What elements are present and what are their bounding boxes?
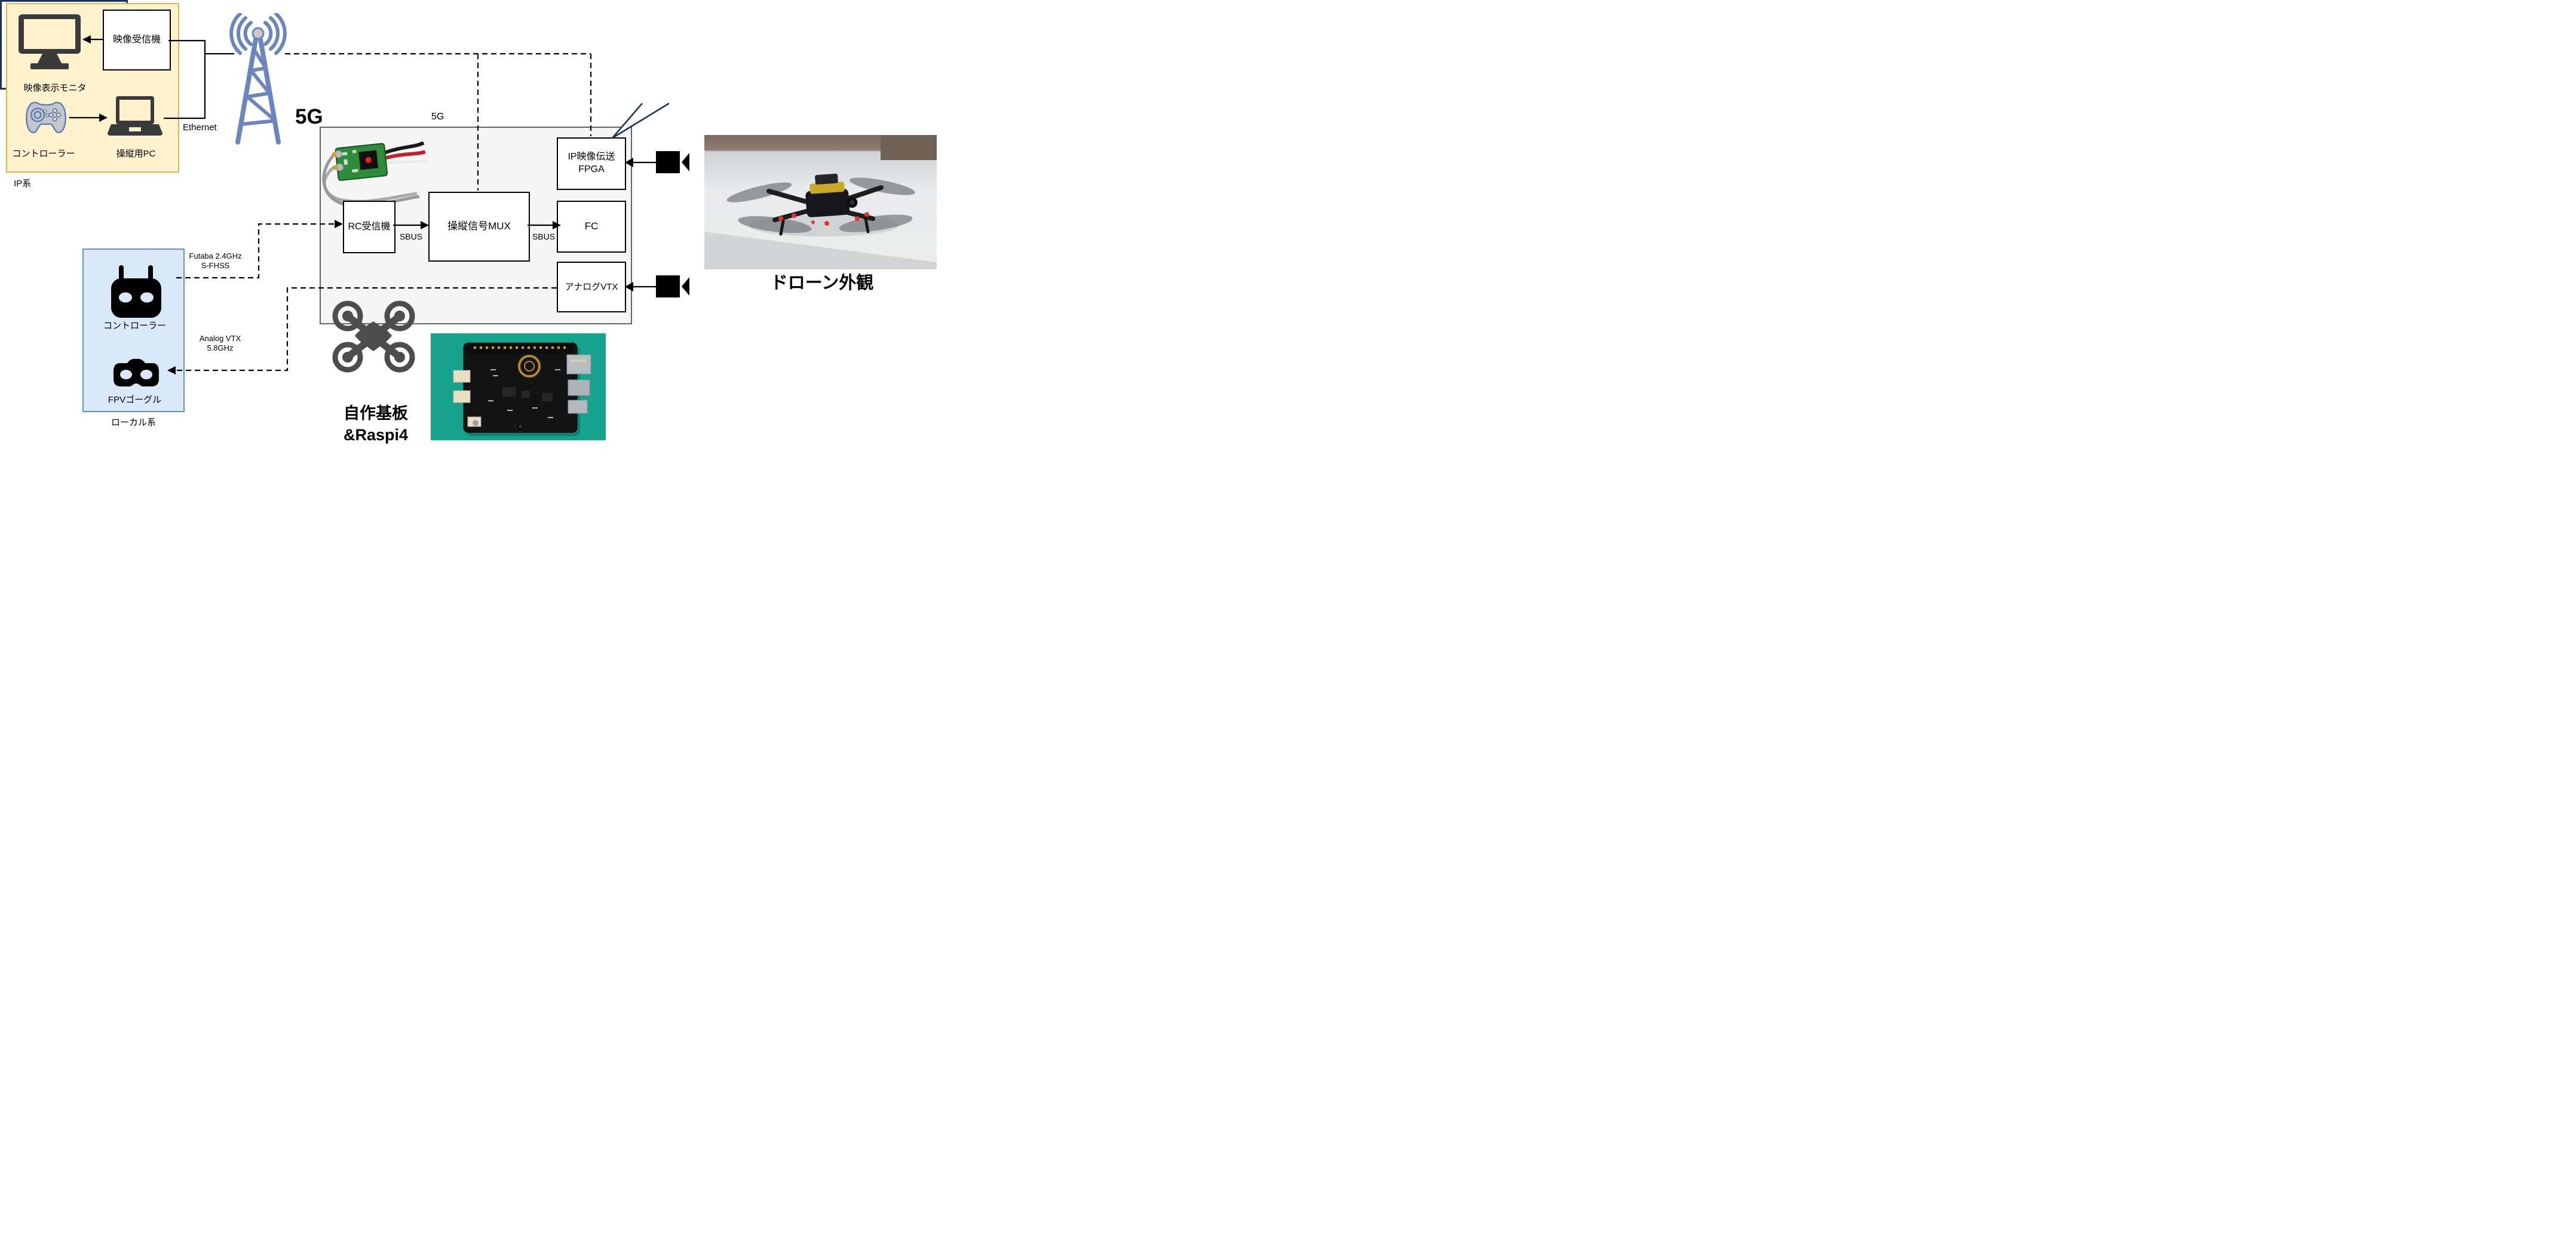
monitor-icon	[19, 14, 81, 69]
futaba-link-label: Futaba 2.4GHz S-FHSS	[172, 251, 259, 271]
analog-vtx-label: アナログVTX	[565, 281, 618, 292]
futaba-link-line2: S-FHSS	[201, 261, 230, 271]
fc-box: FC	[557, 201, 626, 253]
ethernet-label: Ethernet	[183, 122, 217, 133]
local-controller-label: コントローラー	[103, 321, 166, 331]
sbus-left-label: SBUS	[399, 232, 423, 241]
analog-link-line1: Analog VTX	[199, 334, 241, 343]
laptop-icon	[108, 96, 162, 136]
rc-transmitter-icon	[111, 265, 161, 318]
ip-video-fpga-label-line1: IP映像伝送	[568, 152, 615, 162]
fpv-goggles-icon	[114, 358, 159, 386]
cell-tower-icon	[229, 13, 287, 145]
video-receiver-box: 映像受信機	[103, 10, 171, 70]
board-caption: 自作基板 &Raspi4	[304, 403, 447, 446]
goggles-label: FPVゴーグル	[108, 395, 162, 405]
drone-photo-caption: ドローン外観	[770, 274, 874, 293]
monitor-label: 映像表示モニタ	[23, 83, 87, 93]
rc-receiver-box: RC受信機	[343, 201, 395, 253]
g5-large-label: 5G	[295, 105, 323, 128]
analog-link-line2: 5.8GHz	[207, 343, 234, 353]
fc-label: FC	[584, 220, 599, 232]
board-caption-line1: 自作基板	[344, 404, 408, 422]
ip-video-fpga-box: IP映像伝送 FPGA	[557, 137, 626, 190]
local-system-region	[82, 248, 185, 412]
local-system-caption: ローカル系	[111, 418, 156, 428]
sbus-right-label: SBUS	[532, 232, 556, 241]
camera-icon-top	[656, 151, 689, 173]
gamepad-icon	[26, 102, 66, 134]
drone-photo	[704, 135, 937, 269]
video-receiver-label: 映像受信機	[112, 34, 161, 45]
raspi-board-photo	[431, 333, 606, 440]
ip-system-caption: IP系	[14, 179, 32, 189]
rc-receiver-label: RC受信機	[348, 221, 391, 232]
board-caption-line2: &Raspi4	[343, 426, 409, 444]
drone-icon	[332, 300, 415, 373]
ip-video-fpga-label-line2: FPGA	[578, 164, 605, 174]
analog-vtx-box: アナログVTX	[557, 262, 626, 312]
diagram-canvas: 映像受信機 映像表示モニタ コントローラー 操縦用PC IP系 Ethernet	[0, 0, 937, 454]
futaba-link-line1: Futaba 2.4GHz	[189, 251, 242, 260]
g5-small-label: 5G	[431, 112, 444, 122]
pc-label: 操縦用PC	[116, 149, 156, 159]
rc-receiver-photo	[322, 141, 427, 207]
camera-icon-bottom	[656, 275, 689, 297]
mux-box: 操縦信号MUX	[428, 192, 530, 262]
ip-controller-label: コントローラー	[12, 149, 75, 159]
analog-link-label: Analog VTX 5.8GHz	[177, 334, 263, 354]
mux-label: 操縦信号MUX	[447, 220, 511, 232]
